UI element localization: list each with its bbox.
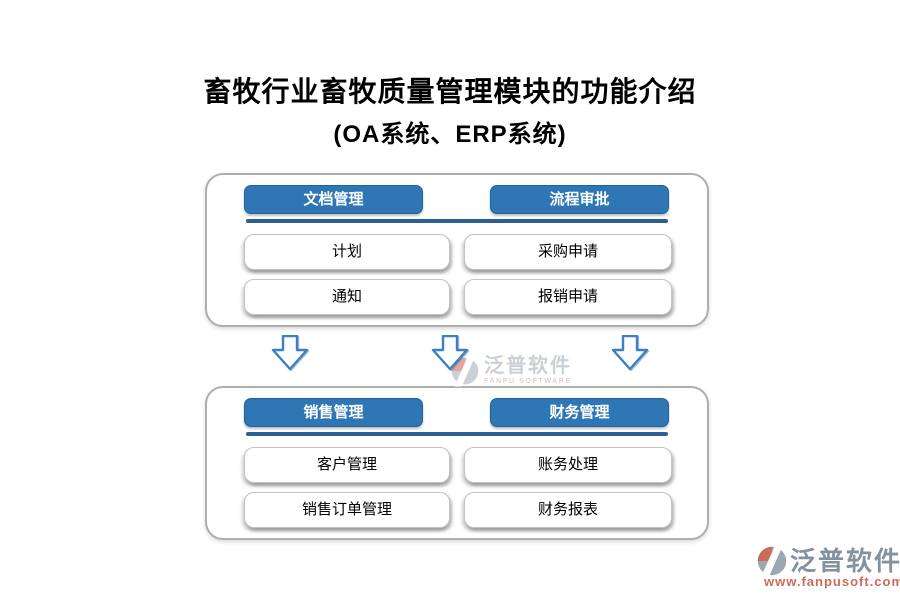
fanpu-logo-icon: [451, 355, 479, 387]
module-header-document-management: 文档管理: [244, 185, 423, 214]
item-customer-management: 客户管理: [244, 447, 450, 483]
item-financial-reports: 财务报表: [464, 492, 672, 528]
page-title: 畜牧行业畜牧质量管理模块的功能介绍 (OA系统、ERP系统): [0, 70, 900, 149]
item-sales-order-management: 销售订单管理: [244, 492, 450, 528]
item-purchase-request: 采购申请: [464, 234, 672, 270]
module-header-process-approval: 流程审批: [490, 185, 669, 214]
panel-office-modules: 文档管理 流程审批 计划 采购申请 通知 报销申请: [205, 173, 709, 327]
title-line-2: (OA系统、ERP系统): [333, 121, 567, 148]
watermark-brand: 泛普软件: [790, 546, 900, 576]
down-arrow-icon: [611, 335, 649, 371]
module-header-finance-management: 财务管理: [490, 398, 669, 427]
fanpu-logo-icon: [757, 545, 787, 577]
down-arrow-icon: [431, 335, 469, 371]
panel-business-modules: 销售管理 财务管理 客户管理 账务处理 销售订单管理 财务报表: [205, 386, 709, 540]
item-plan: 计划: [244, 234, 450, 270]
header-divider: [246, 219, 668, 223]
header-divider: [246, 432, 668, 436]
item-accounting-processing: 账务处理: [464, 447, 672, 483]
watermark-center: 泛普软件 FANPU SOFTWARE: [450, 355, 572, 387]
down-arrow-icon: [271, 335, 309, 371]
watermark-corner: 泛普软件 www.fanpusoft.com: [756, 545, 900, 589]
module-header-sales-management: 销售管理: [244, 398, 423, 427]
watermark-url: www.fanpusoft.com: [764, 574, 900, 589]
title-line-1: 畜牧行业畜牧质量管理模块的功能介绍: [203, 76, 697, 107]
item-notice: 通知: [244, 279, 450, 315]
watermark-subtitle: FANPU SOFTWARE: [484, 378, 572, 385]
watermark-brand: 泛普软件: [484, 355, 572, 377]
item-reimbursement-request: 报销申请: [464, 279, 672, 315]
watermark-center-text: 泛普软件 FANPU SOFTWARE: [484, 355, 572, 386]
